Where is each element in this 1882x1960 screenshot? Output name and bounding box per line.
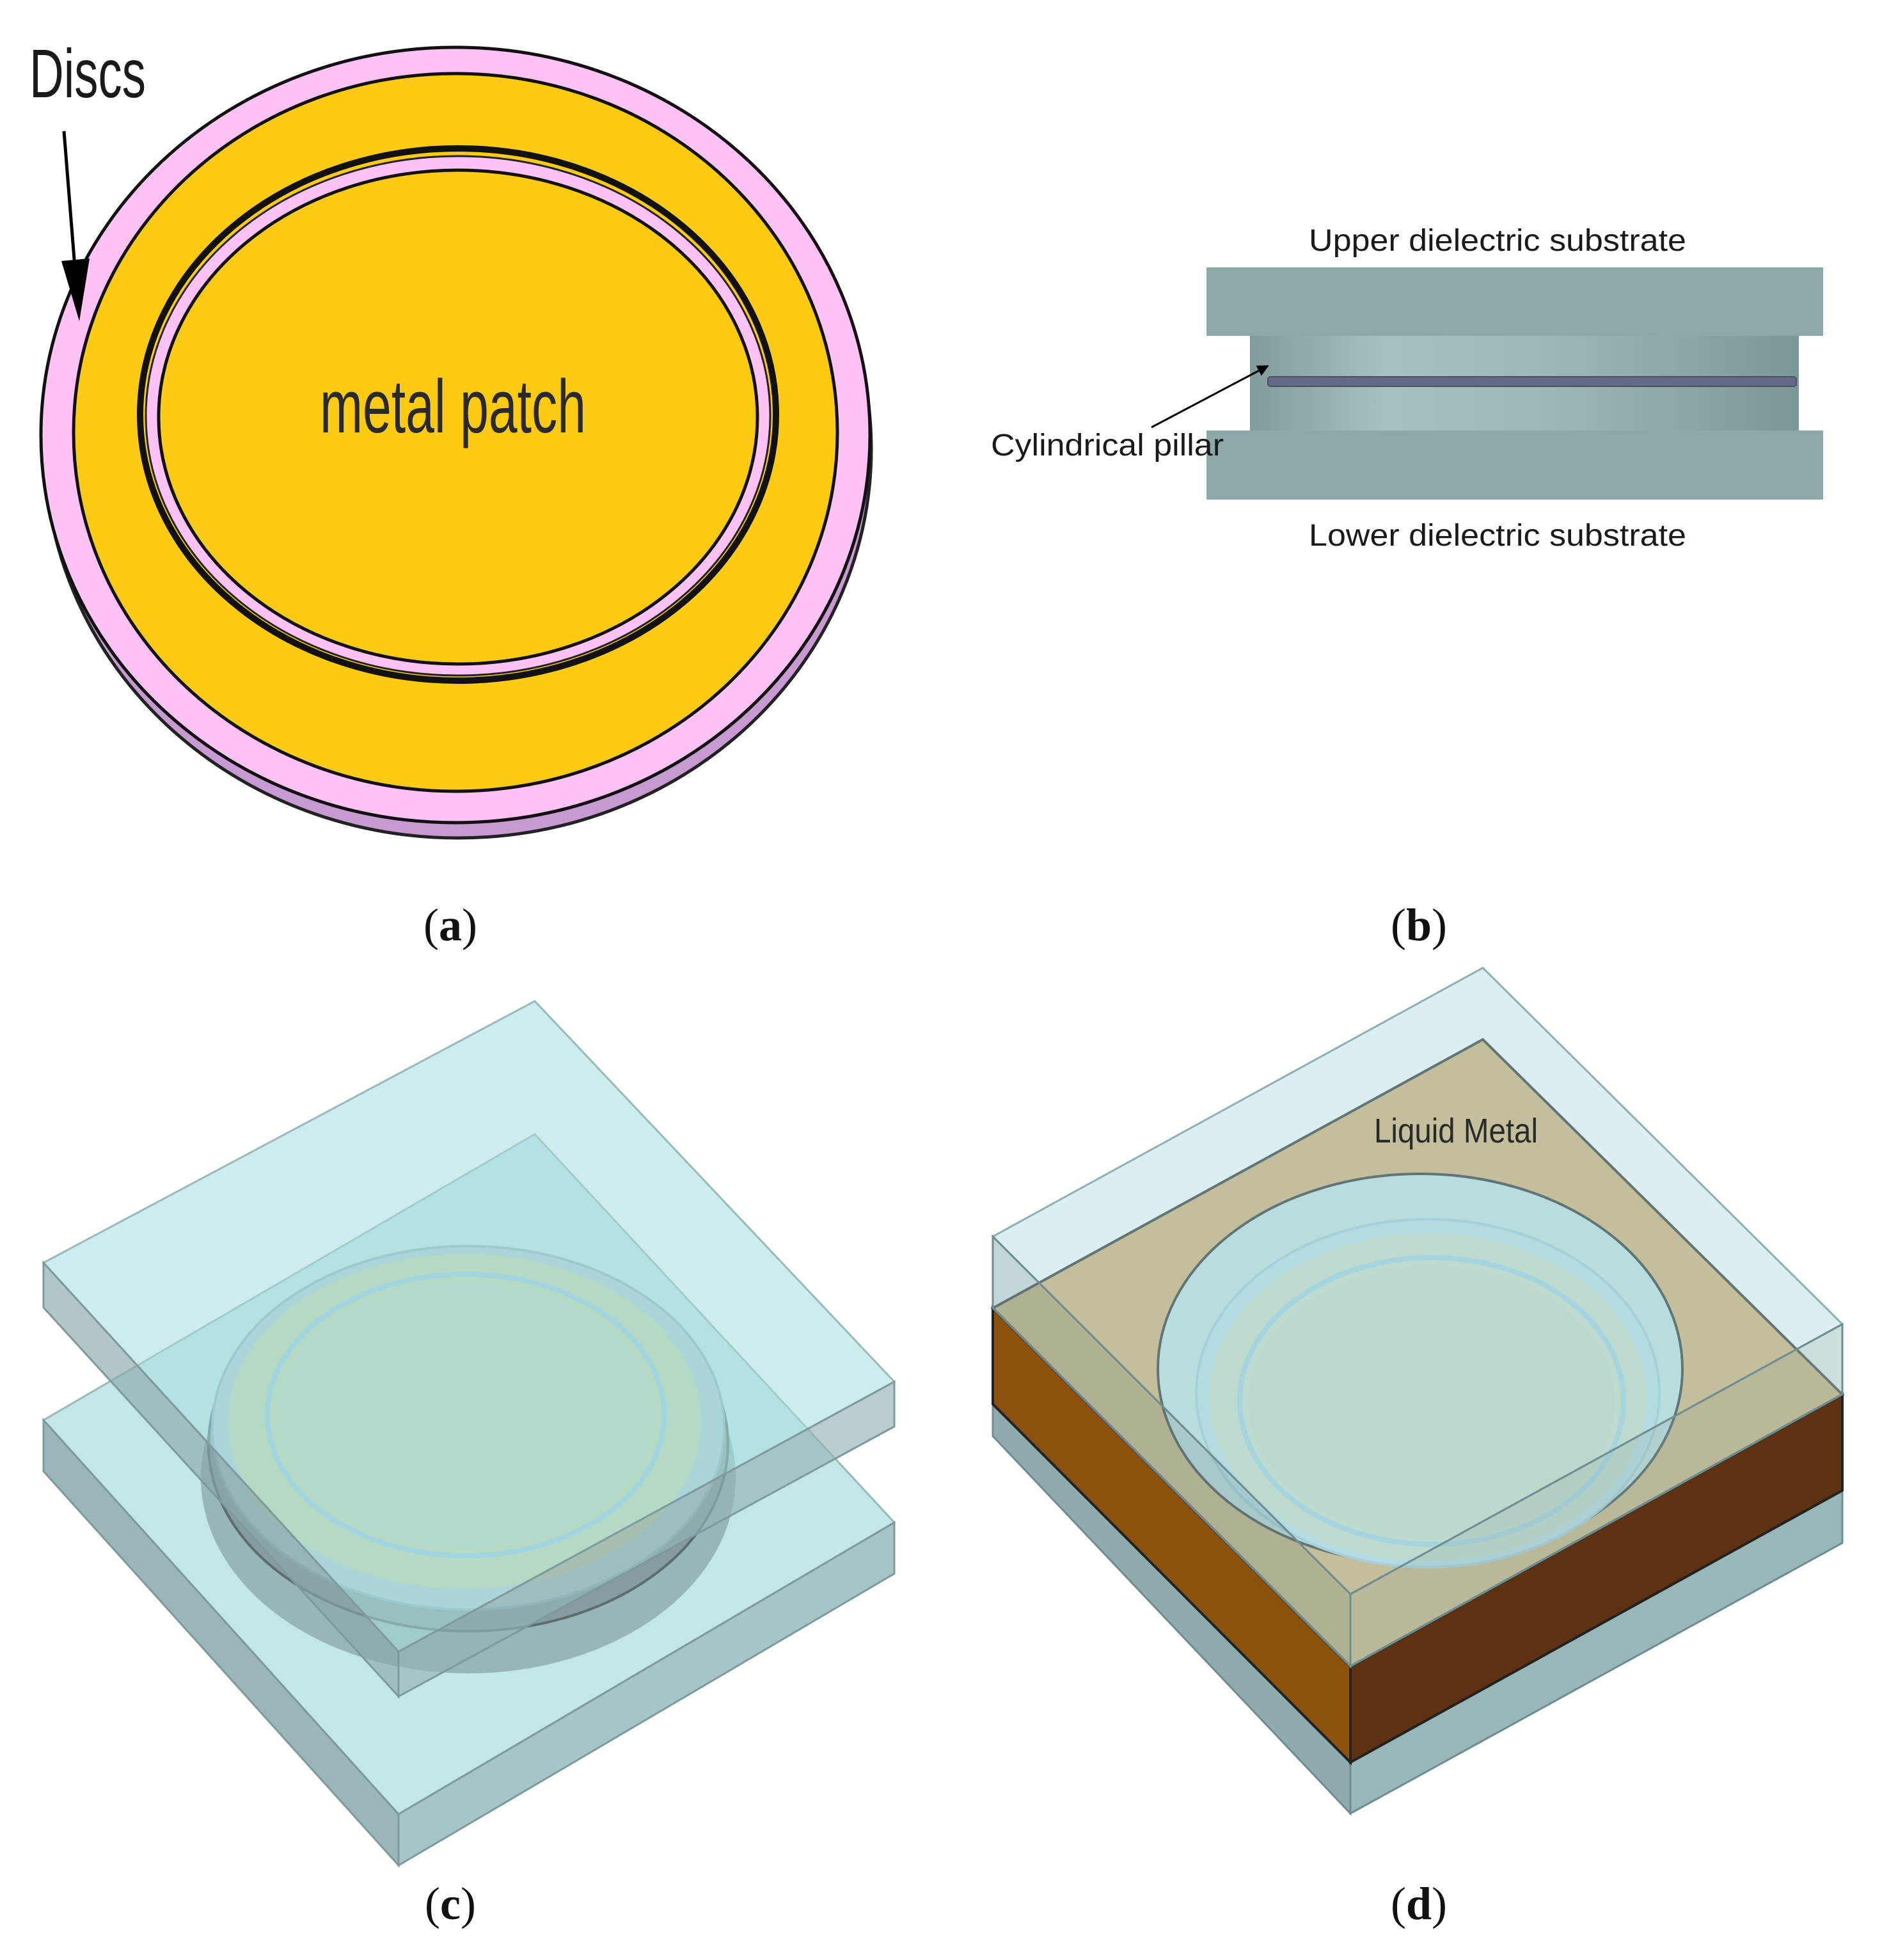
- caption-c: (c): [425, 1878, 476, 1929]
- discs-arrow-head: [61, 258, 90, 321]
- pillar-label: Cylindrical pillar: [991, 429, 1224, 462]
- panel-c: (c): [42, 1000, 896, 1929]
- cavity-inner-ring: [1237, 1255, 1626, 1547]
- liquid-metal-label: Liquid Metal: [1374, 1112, 1538, 1150]
- caption-d: (d): [1391, 1878, 1447, 1929]
- caption-a: (a): [423, 899, 477, 951]
- lower-dielectric-substrate: [1206, 431, 1823, 500]
- cylindrical-pillar: [1267, 376, 1797, 387]
- panel-a: metal patch Discs (a): [29, 35, 873, 951]
- pillar-arrow: [1151, 365, 1269, 429]
- panel-b: Upper dielectric substrate Cylindrical p…: [991, 224, 1823, 951]
- lower-substrate-label: Lower dielectric substrate: [1309, 519, 1686, 553]
- upper-dielectric-substrate: [1206, 267, 1823, 336]
- inner-ring-groove: [137, 145, 779, 684]
- upper-glass-substrate: [42, 1000, 896, 1699]
- caption-b: (b): [1391, 899, 1447, 951]
- discs-label: Discs: [29, 35, 146, 112]
- metal-patch: [157, 168, 759, 666]
- discs-arrow-shaft: [62, 130, 77, 276]
- panel-d: Liquid Metal (d): [990, 967, 1845, 1929]
- upper-substrate-label: Upper dielectric substrate: [1309, 224, 1686, 258]
- cavity-inner-patch: [1249, 1267, 1615, 1538]
- upper-glass-right-side: [1349, 1322, 1844, 1668]
- metal-patch-label: metal patch: [320, 365, 586, 449]
